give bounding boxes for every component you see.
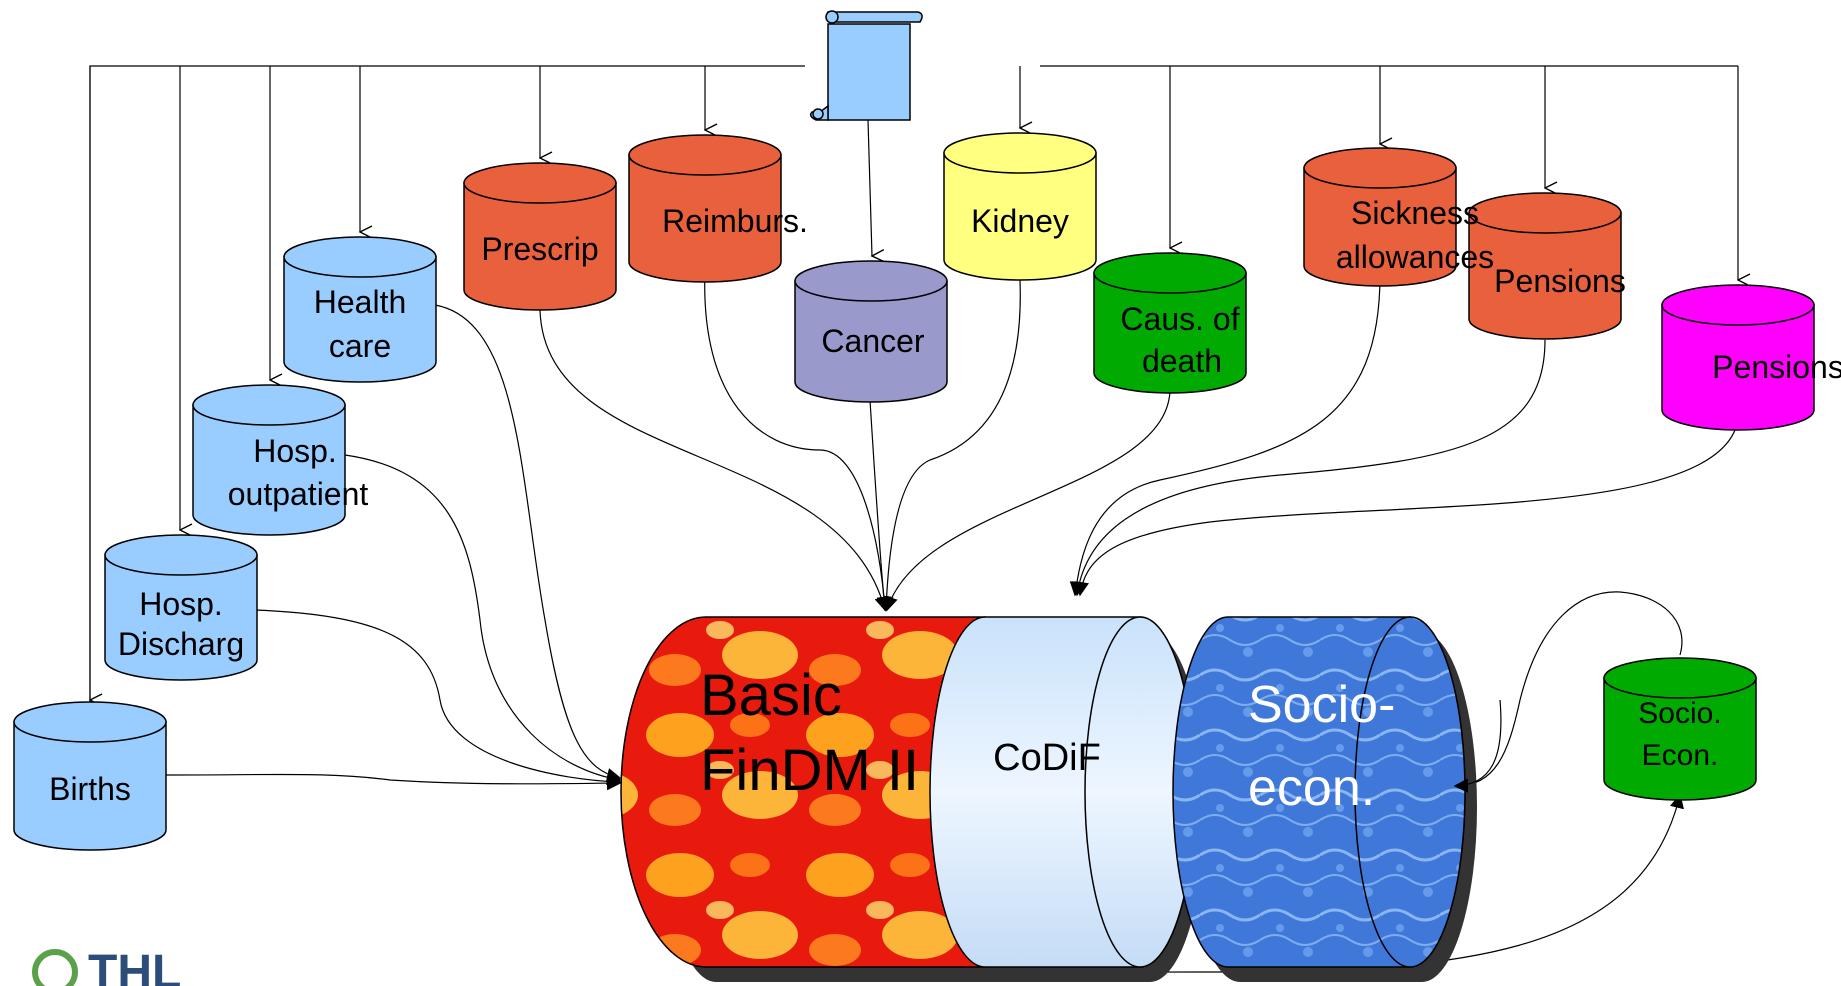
database-kidney: Kidney bbox=[943, 132, 1097, 281]
database-hosp-outpatient: Hosp. outpatient bbox=[192, 384, 369, 536]
label-hosp-discharge-2: Discharg bbox=[118, 626, 244, 662]
database-pensions-red: Pensions bbox=[1468, 192, 1626, 340]
database-socio-econ: Socio. Econ. bbox=[1603, 657, 1757, 801]
label-hosp-discharge-1: Hosp. bbox=[139, 586, 223, 622]
socio-econ-cylinder: Socio- econ. bbox=[1172, 616, 1477, 982]
label-hosp-outpatient-1: Hosp. bbox=[253, 433, 337, 469]
database-reimburs: Reimburs. bbox=[628, 134, 808, 283]
label-kidney: Kidney bbox=[971, 203, 1069, 239]
label-cause-of-death-1: Caus. of bbox=[1120, 301, 1239, 337]
label-socio-econ-2: Econ. bbox=[1642, 739, 1719, 772]
label-sickness-1: Sickness bbox=[1351, 195, 1479, 231]
label-cancer: Cancer bbox=[821, 323, 925, 359]
database-cause-of-death: Caus. of death bbox=[1093, 252, 1247, 394]
label-findm-ii: FinDM II bbox=[700, 738, 919, 803]
database-prescrip: Prescrip bbox=[463, 162, 617, 311]
label-codif: CoDiF bbox=[993, 737, 1101, 779]
arrow-socio-to-cylinder bbox=[1453, 699, 1502, 793]
label-hosp-outpatient-2: outpatient bbox=[228, 476, 369, 512]
thl-logo: THL bbox=[32, 946, 181, 986]
database-births: Births bbox=[13, 701, 167, 851]
document-scroll-icon bbox=[809, 10, 923, 121]
label-econ: econ. bbox=[1248, 759, 1375, 817]
label-sickness-2: allowances bbox=[1336, 239, 1494, 275]
label-cause-of-death-2: death bbox=[1142, 343, 1222, 379]
label-socio: Socio- bbox=[1248, 676, 1395, 734]
distribution-lines bbox=[90, 65, 1738, 986]
label-pensions-red: Pensions bbox=[1494, 263, 1626, 299]
label-pensions-magenta: Pensions bbox=[1712, 349, 1841, 385]
label-prescrip: Prescrip bbox=[481, 231, 598, 267]
database-cancer: Cancer bbox=[794, 260, 948, 403]
database-sickness-allowances bbox=[1303, 147, 1457, 287]
logo-text: THL bbox=[88, 946, 181, 986]
label-health-care-1: Health bbox=[314, 284, 407, 320]
label-basic: Basic bbox=[700, 663, 842, 728]
label-health-care-2: care bbox=[329, 328, 391, 364]
label-births: Births bbox=[49, 771, 131, 807]
label-socio-econ-1: Socio. bbox=[1638, 697, 1721, 730]
database-health-care: Health care bbox=[283, 236, 437, 383]
arrow-to-cancer bbox=[867, 119, 872, 256]
label-reimburs: Reimburs. bbox=[662, 203, 808, 239]
database-pensions-magenta: Pensions bbox=[1661, 284, 1841, 431]
main-database-cylinder: Basic FinDM II CoDiF bbox=[620, 616, 1205, 982]
database-hosp-discharge: Hosp. Discharg bbox=[104, 534, 258, 681]
